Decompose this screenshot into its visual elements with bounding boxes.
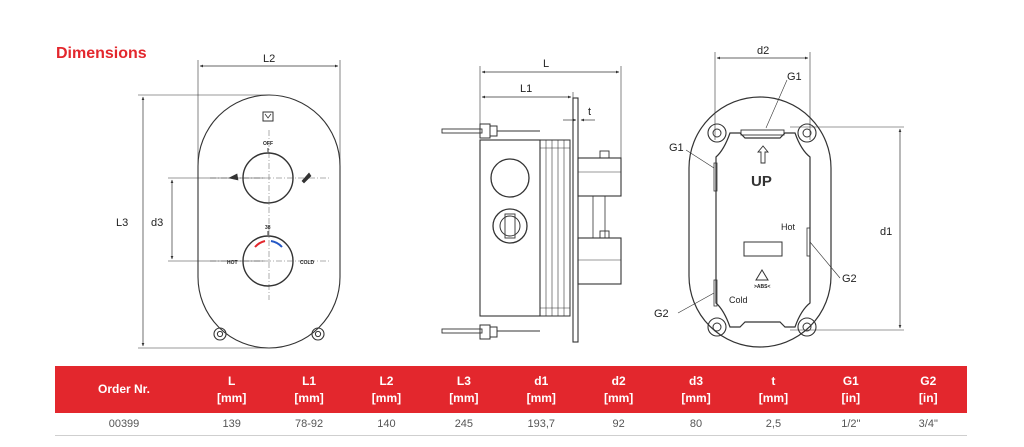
label-G1-left: G1: [669, 142, 684, 154]
cell-L2: 140: [347, 413, 426, 436]
cell-L3: 245: [425, 413, 503, 436]
label-cold: COLD: [300, 260, 315, 266]
header-t: t[mm]: [734, 366, 813, 413]
label-temp: 38: [265, 225, 271, 231]
label-G2-right: G2: [842, 273, 857, 285]
label-box-cold: Cold: [729, 295, 748, 305]
cell-L1: 78-92: [270, 413, 348, 436]
cell-L: 139: [193, 413, 271, 436]
label-box-hot: Hot: [781, 222, 796, 232]
label-G2-left: G2: [654, 308, 669, 320]
label-d2: d2: [757, 45, 769, 57]
label-L: L: [543, 58, 549, 70]
table-header-row: Order Nr. L[mm] L1[mm] L2[mm] L3[mm] d1[…: [55, 366, 967, 413]
side-view: [441, 66, 622, 343]
label-t: t: [588, 106, 591, 118]
label-L3: L3: [116, 217, 128, 229]
header-L2: L2[mm]: [347, 366, 426, 413]
header-G2: G2[in]: [889, 366, 967, 413]
front-view: [138, 60, 341, 349]
header-L1: L1[mm]: [270, 366, 348, 413]
header-L3: L3[mm]: [425, 366, 503, 413]
header-L: L[mm]: [193, 366, 271, 413]
cell-d3: 80: [657, 413, 735, 436]
cell-order-nr: 00399: [55, 413, 193, 436]
technical-drawings: L2 L3 d3 OFF 38 HOT COLD: [116, 45, 904, 349]
cell-d2: 92: [579, 413, 658, 436]
label-G1-top: G1: [787, 71, 802, 83]
label-hot: HOT: [227, 260, 238, 266]
label-L2: L2: [263, 53, 275, 65]
label-L1: L1: [520, 83, 532, 95]
label-d1: d1: [880, 226, 892, 238]
header-G1: G1[in]: [812, 366, 890, 413]
cell-G1: 1/2": [812, 413, 890, 436]
label-abs: >ABS<: [754, 284, 770, 290]
box-view: [677, 52, 904, 348]
cell-t: 2,5: [734, 413, 813, 436]
header-d3: d3[mm]: [657, 366, 735, 413]
label-d3: d3: [151, 217, 163, 229]
section-title: Dimensions: [56, 45, 147, 62]
cell-G2: 3/4": [889, 413, 967, 436]
cell-d1: 193,7: [502, 413, 580, 436]
dimensions-table: Order Nr. L[mm] L1[mm] L2[mm] L3[mm] d1[…: [55, 366, 967, 436]
label-up: UP: [751, 173, 772, 190]
header-d2: d2[mm]: [579, 366, 658, 413]
table-row: 00399 139 78-92 140 245 193,7 92 80 2,5 …: [55, 413, 967, 436]
header-d1: d1[mm]: [502, 366, 580, 413]
label-off: OFF: [263, 141, 273, 147]
header-order-nr: Order Nr.: [55, 366, 193, 413]
